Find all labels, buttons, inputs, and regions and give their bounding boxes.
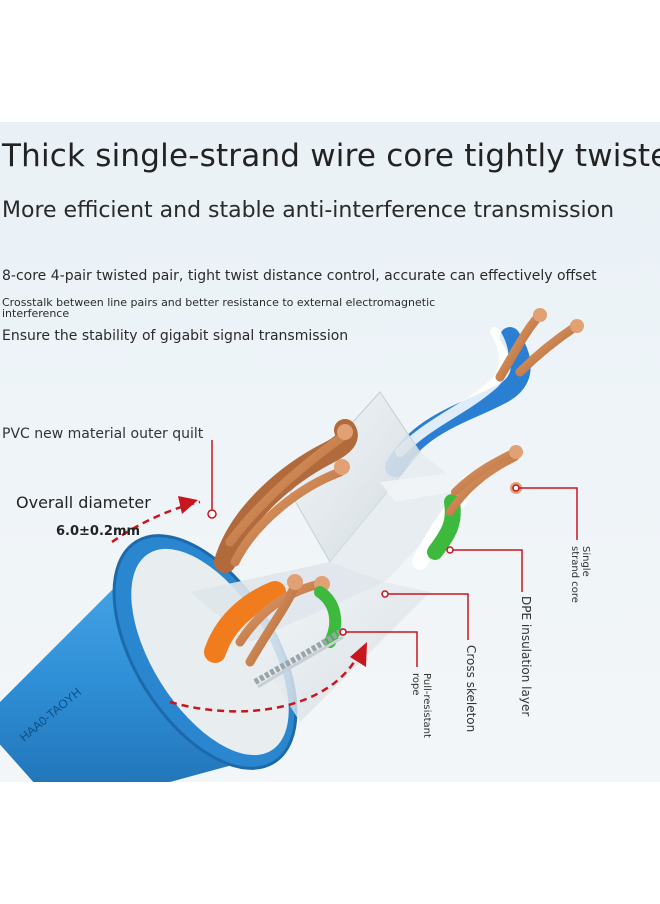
- description-line-3: Ensure the stability of gigabit signal t…: [2, 328, 349, 344]
- callout-overall-diameter: Overall diameter: [16, 493, 151, 512]
- callout-dpe-insulation: DPE insulation layer: [519, 596, 533, 717]
- callout-lines: [207, 440, 578, 667]
- blue-twisted-pair: [385, 308, 584, 477]
- cable-infographic-panel: Thick single-strand wire core tightly tw…: [0, 122, 660, 782]
- green-twisted-pair: [412, 445, 523, 570]
- callout-cross-skeleton: Cross skeleton: [464, 645, 478, 733]
- callout-diameter-value: 6.0±0.2mm: [56, 524, 141, 539]
- description-line-1: 8-core 4-pair twisted pair, tight twist …: [2, 268, 597, 284]
- callout-pvc-outer: PVC new material outer quilt: [2, 426, 204, 442]
- callout-pull-resistant-rope: Pull-resistant rope: [410, 673, 432, 738]
- orange-twisted-pair: [204, 574, 342, 667]
- headline: Thick single-strand wire core tightly tw…: [2, 138, 660, 174]
- description-line-2: Crosstalk between line pairs and better …: [2, 296, 436, 320]
- callout-single-strand-core: Single strand core: [569, 546, 591, 603]
- diameter-arrows: [111, 496, 367, 713]
- cable-cross-section-illustration: HAA0-TAOYH: [0, 308, 584, 782]
- subheadline: More efficient and stable anti-interfere…: [2, 198, 615, 223]
- brown-twisted-pair: [214, 419, 358, 573]
